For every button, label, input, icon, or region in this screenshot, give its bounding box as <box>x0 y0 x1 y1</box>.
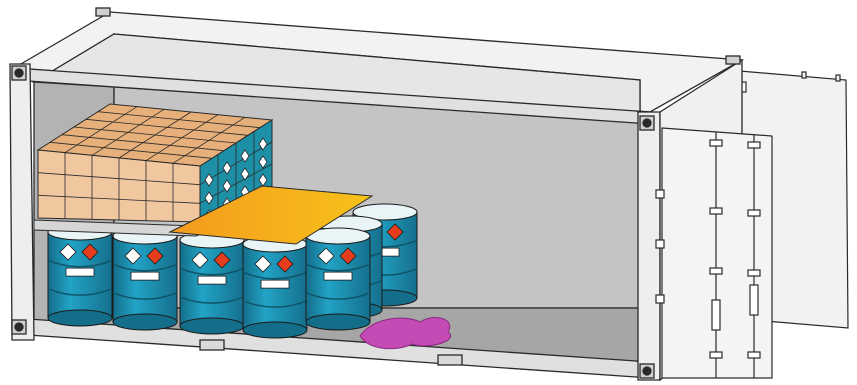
steel-drum-icon <box>305 227 371 331</box>
hazard-diamond-icon <box>204 173 214 187</box>
cover-sheet-icon <box>168 185 374 245</box>
steel-drum-icon <box>352 203 418 307</box>
hazard-diamond-icon <box>222 179 232 193</box>
container-door-icon <box>655 127 773 379</box>
hazard-diamond-icon <box>258 137 268 151</box>
steel-drum-icon <box>179 231 245 335</box>
hazard-diamond-icon <box>240 149 250 163</box>
hazard-diamond-icon <box>240 167 250 181</box>
spill-puddle-icon <box>359 317 452 350</box>
steel-drum-icon <box>47 223 113 327</box>
hazard-diamond-icon <box>204 191 214 205</box>
steel-drum-icon <box>112 227 178 331</box>
hazard-diamond-icon <box>258 155 268 169</box>
hazard-diamond-icon <box>222 161 232 175</box>
steel-drum-icon <box>242 235 308 339</box>
